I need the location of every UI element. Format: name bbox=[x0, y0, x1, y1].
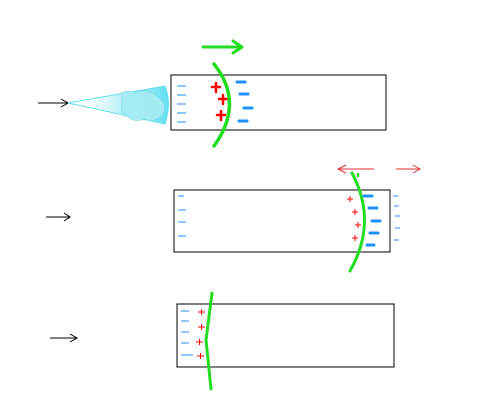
incoming-arrow bbox=[46, 212, 71, 222]
stage-2 bbox=[46, 164, 422, 273]
transmission-arrow-right bbox=[396, 164, 422, 174]
negative-charges bbox=[362, 194, 382, 247]
incoming-arrow bbox=[50, 333, 79, 343]
positive-charges bbox=[347, 196, 361, 241]
wavefront bbox=[212, 62, 232, 148]
stage-3 bbox=[50, 291, 395, 391]
stage-1 bbox=[38, 39, 387, 148]
left-negative-charges bbox=[177, 85, 186, 123]
incoming-arrow bbox=[38, 98, 70, 108]
positive-charges bbox=[210, 81, 229, 122]
outside-negative-charges bbox=[393, 195, 400, 241]
target-block bbox=[176, 303, 395, 368]
wavefront bbox=[204, 291, 214, 391]
positive-charges bbox=[196, 309, 205, 359]
negative-charges bbox=[235, 80, 254, 123]
target-block bbox=[173, 189, 391, 253]
left-negative-charges bbox=[178, 195, 186, 237]
particle-beam bbox=[67, 85, 169, 125]
wavefront bbox=[348, 171, 366, 273]
wave-direction-arrow bbox=[201, 39, 244, 55]
reflection-arrow-left bbox=[336, 164, 374, 174]
target-block bbox=[170, 74, 387, 131]
left-negative-charges bbox=[181, 310, 193, 356]
